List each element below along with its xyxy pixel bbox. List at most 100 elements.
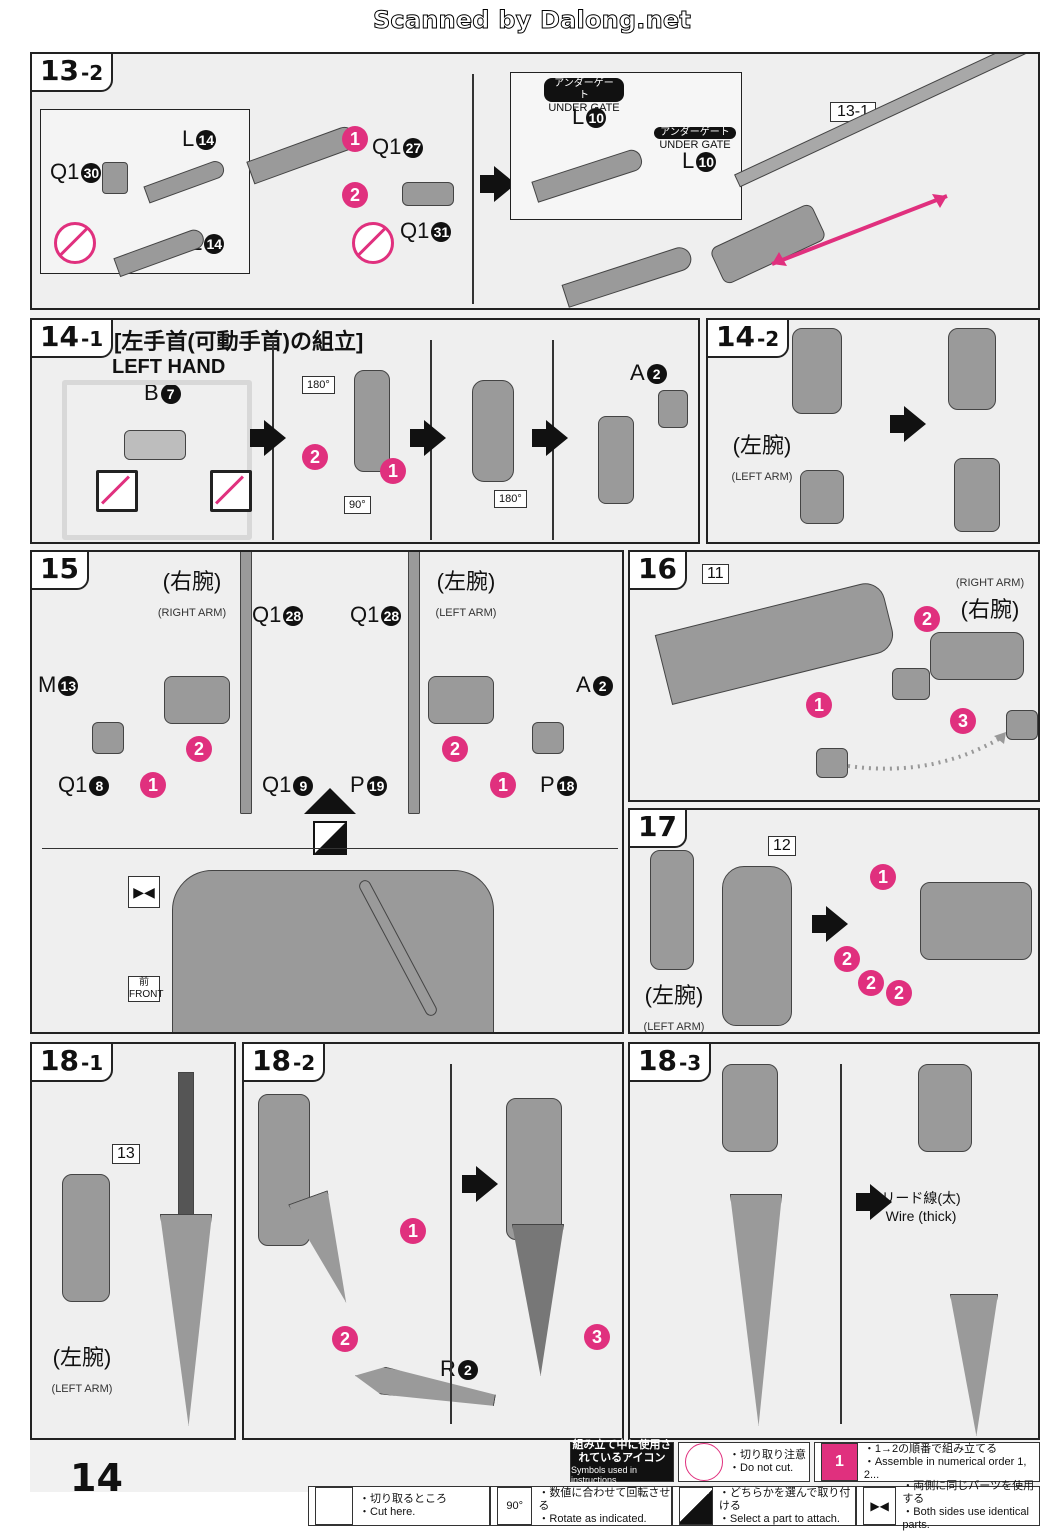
step-order-3-icon: 3 — [584, 1324, 610, 1350]
hand-part — [124, 430, 186, 460]
reference-step-label: 12 — [768, 836, 796, 856]
left-hand-label: LEFT HAND — [112, 356, 226, 378]
step-number: 18-1 — [32, 1044, 114, 1082]
step-17-panel: 17 12 (左腕)(LEFT ARM) 1 2 2 2 — [628, 808, 1040, 1034]
blade-part — [730, 1194, 782, 1426]
legend-select: ・どちらかを選んで取り付ける・Select a part to attach. — [672, 1486, 856, 1526]
spear-part — [240, 552, 252, 814]
spear-shaft — [734, 54, 1032, 188]
legend-both-sides: ▶◀ ・両側に同じパーツを使用する・Both sides use identic… — [856, 1480, 1040, 1531]
step-order-1-icon: 1 — [342, 126, 368, 152]
legend-header: 組み立て中に使用されているアイコン Symbols used in instru… — [570, 1439, 674, 1485]
blade-part — [160, 1214, 212, 1426]
step-number: 14-1 — [32, 320, 114, 358]
step-order-1-icon: 1 — [380, 458, 406, 484]
blade-assembly — [561, 244, 695, 308]
divider — [840, 1064, 842, 1424]
claw-part — [920, 882, 1032, 960]
arm-part — [650, 850, 694, 970]
cut-here-icon — [210, 470, 252, 512]
rotate-icon: 180° — [302, 376, 335, 394]
hand-part — [532, 722, 564, 754]
legend-no-cut: ・切り取り注意・Do not cut. — [678, 1442, 810, 1482]
wire-caption: リード線(太)Wire (thick) — [881, 1190, 961, 1224]
arm-part — [62, 1174, 110, 1302]
legend-rotate: 90° ・数値に合わせて回転させる・Rotate as indicated. — [490, 1486, 672, 1526]
do-not-cut-icon — [352, 222, 394, 264]
step-number: 16 — [630, 552, 687, 590]
step-order-1-icon: 1 — [400, 1218, 426, 1244]
next-arrow — [250, 420, 286, 456]
step-order-2-icon: 2 — [858, 970, 884, 996]
left-arm-caption: (左腕)(LEFT ARM) — [51, 1345, 113, 1395]
hand-part — [1006, 710, 1038, 740]
order-icon: 1 — [821, 1443, 858, 1481]
left-arm-caption: (左腕)(LEFT ARM) — [435, 569, 497, 619]
step-number: 13-2 — [32, 54, 114, 92]
next-arrow — [410, 420, 446, 456]
both-sides-icon: ▶◀ — [128, 876, 160, 908]
step-order-2-icon: 2 — [186, 736, 212, 762]
step-16-panel: 16 11 (RIGHT ARM)(右腕) 2 1 3 — [628, 550, 1040, 802]
step-order-2-icon: 2 — [834, 946, 860, 972]
hand-part — [658, 390, 688, 428]
do-not-cut-icon — [685, 1443, 723, 1481]
step-order-1-icon: 1 — [870, 864, 896, 890]
rotate-icon: 90° — [497, 1487, 533, 1525]
hand-part — [598, 416, 634, 504]
blade-part — [288, 1190, 366, 1310]
cut-here-icon — [315, 1487, 353, 1525]
arm-caption: (左腕)(LEFT ARM) — [731, 433, 793, 483]
next-arrow — [532, 420, 568, 456]
next-arrow — [812, 906, 848, 942]
arm-part — [428, 676, 494, 724]
next-arrow — [890, 406, 926, 442]
arm-part — [792, 328, 842, 414]
reference-step-label: 13 — [112, 1144, 140, 1164]
rotate-icon: 90° — [344, 496, 371, 514]
divider — [42, 848, 618, 849]
step-order-1-icon: 1 — [140, 772, 166, 798]
arm-part — [954, 458, 1000, 532]
step-order-2-icon: 2 — [442, 736, 468, 762]
step-number: 15 — [32, 552, 89, 590]
right-arm-caption: (右腕)(RIGHT ARM) — [157, 569, 227, 619]
spear-part — [408, 552, 420, 814]
arm-part — [722, 1064, 778, 1152]
step-number: 17 — [630, 810, 687, 848]
right-arm-caption: (RIGHT ARM)(右腕) — [955, 577, 1025, 622]
step-order-1-icon: 1 — [490, 772, 516, 798]
step-14-2-panel: 14-2 (左腕)(LEFT ARM) — [706, 318, 1040, 544]
clip-part — [402, 182, 454, 206]
body-part — [172, 870, 494, 1032]
arm-part — [506, 1098, 562, 1240]
page-number: 14 — [70, 1456, 123, 1500]
next-arrow — [856, 1184, 892, 1220]
blade-part — [950, 1294, 998, 1436]
arm-part — [930, 632, 1024, 680]
arm-part — [918, 1064, 972, 1152]
do-not-cut-icon — [54, 222, 96, 264]
slide-arrow-icon — [771, 194, 948, 266]
cut-here-icon — [96, 470, 138, 512]
rotate-icon: 180° — [494, 490, 527, 508]
step-order-3-icon: 3 — [950, 708, 976, 734]
